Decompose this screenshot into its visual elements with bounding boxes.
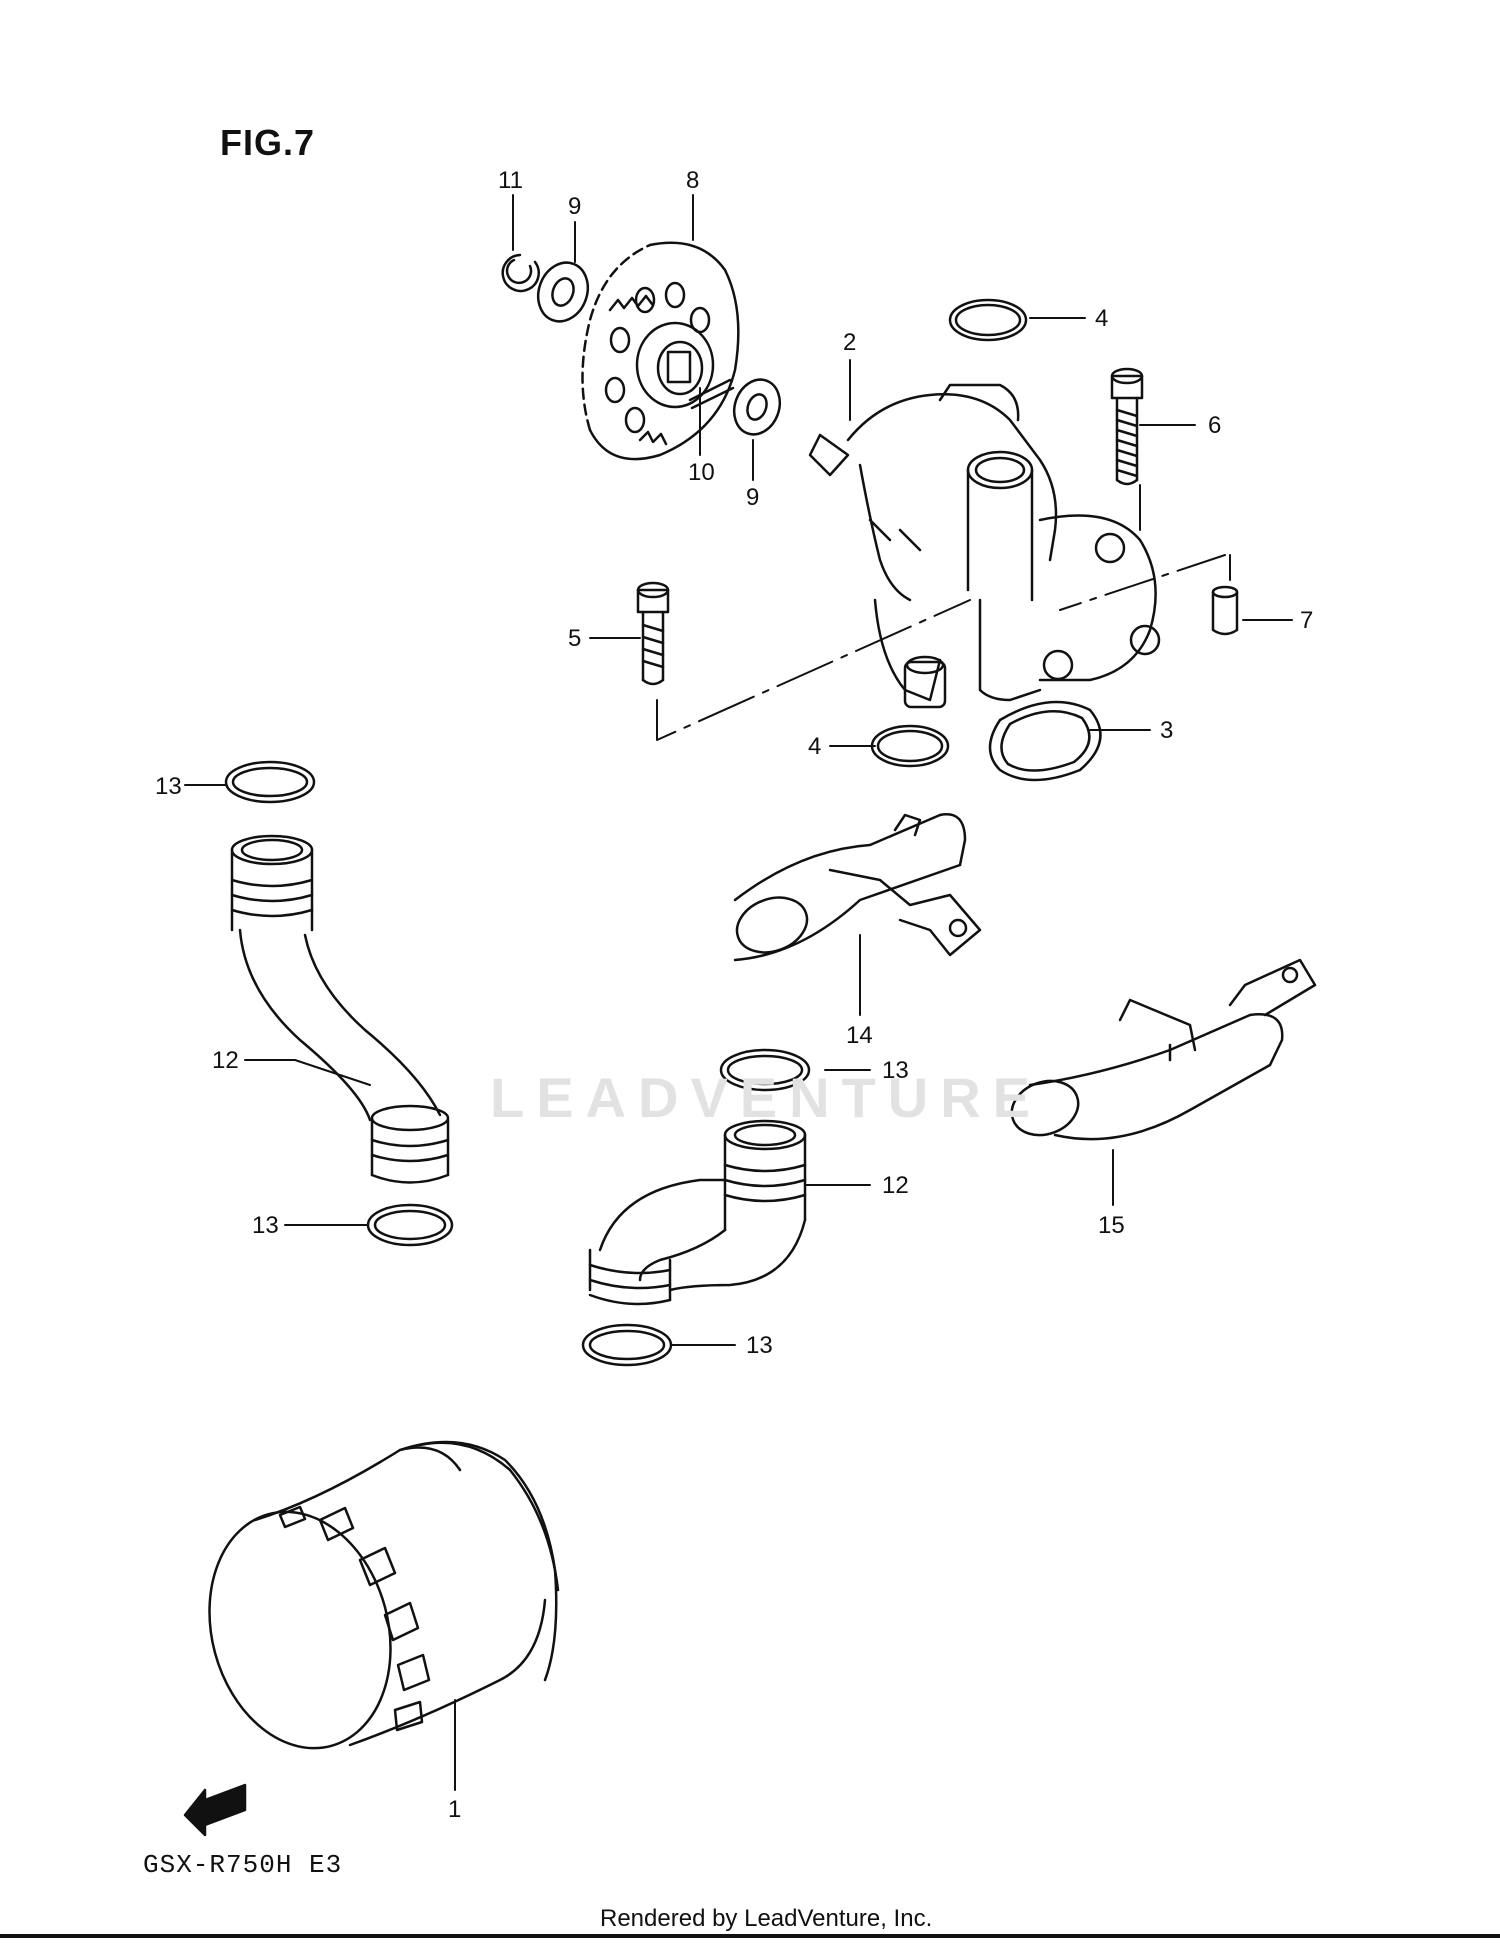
- oil-pipe-bracket-part: [733, 813, 982, 962]
- callout-13-c: 13: [252, 1212, 279, 1239]
- oil-pump-body-part: [808, 383, 1161, 709]
- washer-part: [536, 261, 590, 323]
- callout-13-d: 13: [746, 1332, 773, 1359]
- callout-12-left: 12: [212, 1047, 239, 1074]
- o-ring-top-part: [948, 298, 1028, 342]
- oil-pipe-left-part: [230, 834, 450, 1184]
- model-label: GSX-R750H E3: [143, 1850, 343, 1880]
- o-ring-pipe-part: [224, 760, 316, 804]
- callout-13-b: 13: [882, 1057, 909, 1084]
- callout-7: 7: [1300, 607, 1313, 634]
- callout-5: 5: [568, 625, 581, 652]
- callout-12-center: 12: [882, 1172, 909, 1199]
- bolt-short-part: [636, 581, 670, 686]
- callout-4-upper: 4: [1095, 305, 1108, 332]
- callout-4-lower: 4: [808, 733, 821, 760]
- bolt-long-part: [1110, 367, 1144, 486]
- washer-part: [732, 378, 782, 436]
- oil-pipe-center-part: [588, 1119, 807, 1306]
- pump-gear-part: [581, 241, 740, 461]
- o-ring-pipe-part: [719, 1048, 811, 1092]
- callout-9-upper: 9: [568, 193, 581, 220]
- dowel-pin-part: [1211, 585, 1239, 636]
- callout-1: 1: [448, 1796, 461, 1823]
- callout-13-a: 13: [155, 773, 182, 800]
- callout-3: 3: [1160, 717, 1173, 744]
- oil-pipe-long-part: [1010, 958, 1317, 1141]
- figure-title: FIG.7: [220, 122, 316, 163]
- oil-filter-part: [208, 1440, 560, 1750]
- callout-15: 15: [1098, 1212, 1125, 1239]
- callout-10: 10: [688, 459, 715, 486]
- callout-9-lower: 9: [746, 484, 759, 511]
- callout-8: 8: [686, 167, 699, 194]
- callout-6: 6: [1208, 412, 1221, 439]
- render-credit: Rendered by LeadVenture, Inc.: [600, 1905, 933, 1932]
- circlip-part: [501, 253, 540, 293]
- fwd-arrow-icon: [183, 1783, 247, 1837]
- bottom-divider: [0, 1934, 1500, 1938]
- gasket-part: [988, 700, 1102, 782]
- callout-2: 2: [843, 329, 856, 356]
- watermark: LEADVENTURE: [490, 1066, 1043, 1129]
- callout-14: 14: [846, 1022, 873, 1049]
- callout-11: 11: [498, 167, 523, 194]
